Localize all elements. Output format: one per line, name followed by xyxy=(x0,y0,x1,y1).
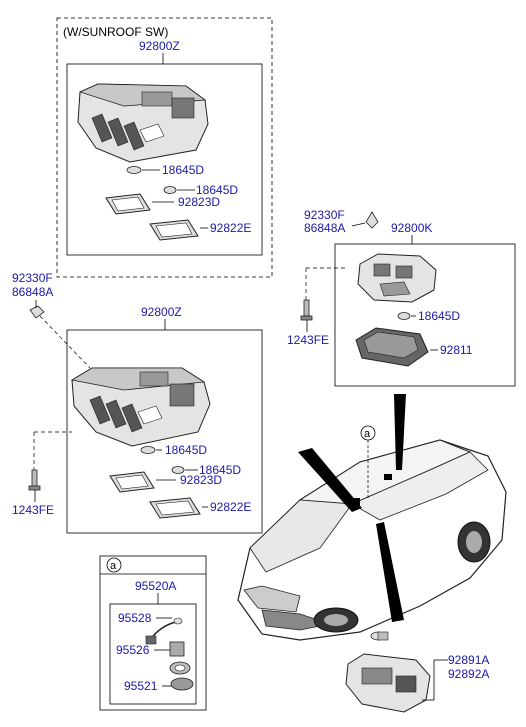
sunroof-lens-label: 92823D xyxy=(178,195,220,209)
detail-a-circle-label: a xyxy=(110,560,117,572)
detail-a-socket-part xyxy=(169,641,185,657)
car-pointer-front xyxy=(298,448,362,512)
car-illustration xyxy=(237,439,507,641)
trunk-lamp-part xyxy=(345,653,431,713)
sunroof-console-lamp-part xyxy=(77,83,209,163)
main-bulb-part xyxy=(140,446,156,454)
sunroof-bulb2-part xyxy=(163,186,177,194)
right-clip-label-a: 92330F xyxy=(304,208,345,222)
detail-a-wire-part xyxy=(145,617,183,645)
detail-a-lens-part xyxy=(170,677,194,691)
detail-a-part1-label: 95528 xyxy=(118,611,152,625)
detail-a-part3-label: 95521 xyxy=(124,679,158,693)
main-console-lamp-part xyxy=(70,367,211,447)
right-screw-part xyxy=(300,299,313,321)
left-clip-part xyxy=(29,305,45,319)
right-solid-frame xyxy=(334,243,516,387)
trunk-bulb-part xyxy=(370,631,389,641)
car-pointer-rear xyxy=(394,394,406,470)
main-assembly-label: 92800Z xyxy=(141,305,182,319)
main-lens2-part xyxy=(149,497,201,519)
detail-a-circle xyxy=(106,557,122,573)
sunroof-bulb-part xyxy=(126,166,142,174)
sunroof-bulb-label: 18645D xyxy=(162,163,204,177)
detail-a-outer-frame xyxy=(99,555,207,711)
right-lens-part xyxy=(355,327,429,367)
detail-a-part2-label: 95526 xyxy=(116,643,150,657)
sunroof-solid-frame xyxy=(66,63,263,256)
sunroof-dashed-frame xyxy=(56,17,273,278)
right-assembly-label: 92800K xyxy=(391,221,432,235)
sunroof-assembly-label: 92800Z xyxy=(139,39,180,53)
detail-a-ring-part xyxy=(169,661,191,675)
detail-a-assembly-label: 95520A xyxy=(135,579,176,593)
main-screw-label: 1243FE xyxy=(12,503,54,517)
main-lens2-label: 92822E xyxy=(210,500,251,514)
left-clip-label-b: 86848A xyxy=(12,285,53,299)
main-bulb2-part xyxy=(171,466,185,474)
left-clip-label-a: 92330F xyxy=(12,271,53,285)
car-callout-label: a xyxy=(364,428,371,440)
sunroof-lens2-label: 92822E xyxy=(210,221,251,235)
right-bulb-label: 18645D xyxy=(418,309,460,323)
detail-a-inner-frame xyxy=(109,603,197,705)
car-pointer-trunk xyxy=(376,522,404,622)
right-clip-label-b: 86848A xyxy=(304,221,345,235)
main-lens-part xyxy=(109,471,155,493)
car-callout-circle xyxy=(360,425,376,441)
right-clip-part xyxy=(365,211,379,229)
main-bulb-label: 18645D xyxy=(165,443,207,457)
right-bulb-part xyxy=(397,312,411,320)
sunroof-heading: (W/SUNROOF SW) xyxy=(63,25,168,39)
car-lamp-location-rear xyxy=(384,474,392,480)
sunroof-bulb2-label: 18645D xyxy=(196,183,238,197)
main-screw-part xyxy=(28,469,41,491)
sunroof-lens-part xyxy=(105,193,151,215)
trunk-lamp-label-2: 92892A xyxy=(448,667,489,681)
main-solid-frame xyxy=(66,329,263,534)
main-bulb2-label: 18645D xyxy=(199,463,241,477)
main-lens-label: 92823D xyxy=(180,473,222,487)
car-lamp-location xyxy=(350,498,360,506)
right-screw-label: 1243FE xyxy=(287,333,329,347)
sunroof-lens2-part xyxy=(149,219,199,241)
right-console-lamp-part xyxy=(357,253,437,303)
right-lens-label: 92811 xyxy=(440,343,473,357)
trunk-lamp-label-1: 92891A xyxy=(448,653,489,667)
